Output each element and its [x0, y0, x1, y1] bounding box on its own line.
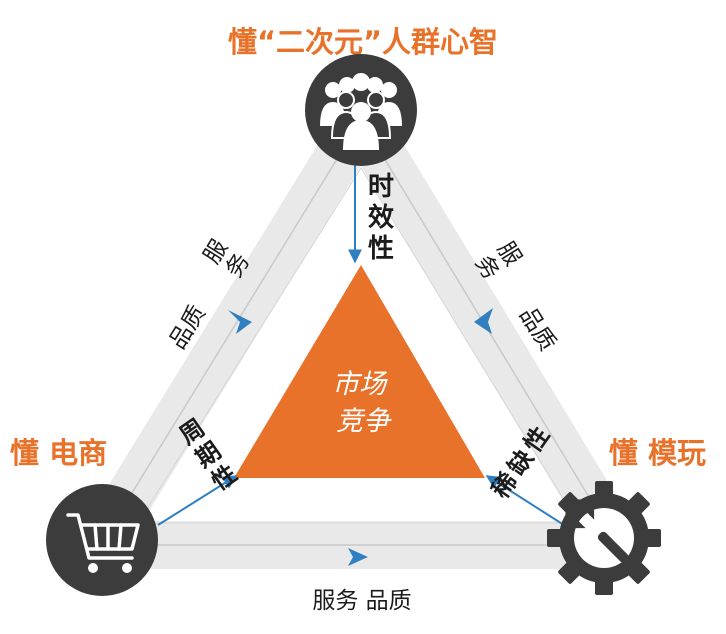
top-node-title: 懂“二次元”人群心智: [228, 25, 498, 59]
right-node-title: 懂 模玩: [609, 436, 706, 470]
svg-text:时: 时: [368, 172, 394, 202]
spoke-label-left: 周 期 性: [174, 414, 242, 497]
center-label-line2: 竞争: [336, 406, 392, 437]
spoke-arrow-left: [157, 475, 238, 526]
gear-wrench-icon: [547, 481, 661, 595]
spoke-arrow-right: [485, 475, 565, 526]
center-triangle: [234, 265, 485, 478]
people-group-icon: [305, 54, 417, 166]
left-edge-chevron: [228, 310, 252, 334]
spoke-label-top: 时 效 性: [368, 172, 394, 264]
shopping-cart-icon: [46, 484, 158, 596]
bottom-edge-chevron: [348, 548, 368, 566]
right-edge-chevron: [474, 308, 493, 334]
bottom-edge-label: 服务 品质: [312, 588, 411, 614]
center-label-line1: 市场: [332, 369, 388, 400]
svg-text:效: 效: [368, 202, 394, 233]
left-node-title: 懂 电商: [10, 436, 107, 470]
outer-triangle-band: [76, 96, 642, 569]
svg-text:性: 性: [368, 234, 394, 264]
